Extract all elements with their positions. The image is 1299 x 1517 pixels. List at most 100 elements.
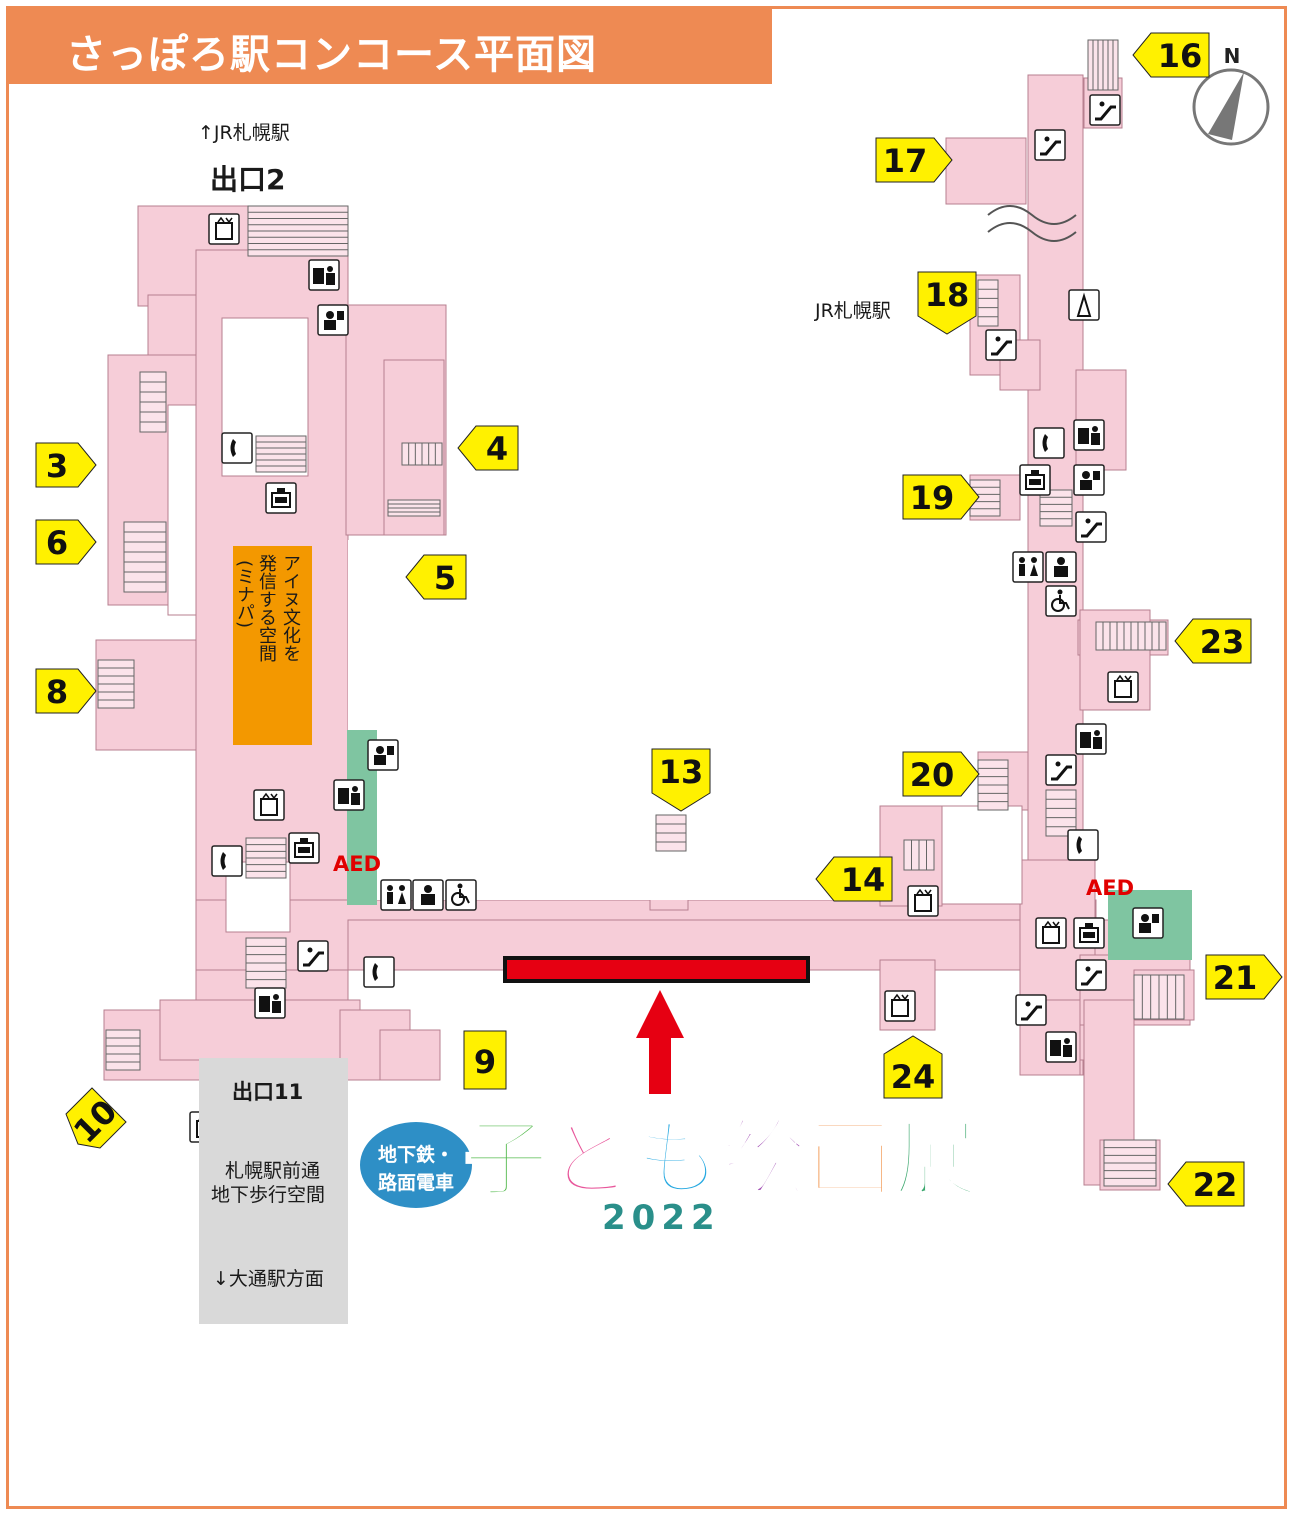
exit2-jr-direction: ↑JR札幌駅 [198,118,290,145]
elevator-icon [253,789,285,821]
telephone-icon [221,432,253,464]
exit-tag-9: 9 [463,1030,507,1090]
exhibition-title: 子ども絵画展 [462,1092,980,1213]
title-char: 子 [462,1109,551,1210]
escalator-icon [1075,511,1107,543]
telephone-icon [1067,829,1099,861]
ainu-space-line2: 発信する空間 [256,554,277,662]
ainu-culture-space: アイヌ文化を 発信する空間 (ミナパ) [233,546,312,745]
odori-direction: ↓大通駅方面 [213,1264,324,1291]
void [348,540,878,900]
stairs-icon [977,759,1009,811]
stairs-icon [401,442,443,466]
title-char: ど [549,1109,637,1210]
escalator-icon [1075,959,1107,991]
walkway-line2: 地下歩行空間 [211,1184,326,1206]
stairs-icon [97,659,135,709]
ticket-machine-icon [333,779,365,811]
exit-number: 20 [910,756,955,794]
exit11-walkway: 出口11 札幌駅前通 地下歩行空間 ↓大通駅方面 [199,1058,348,1324]
exit-number: 5 [434,559,456,597]
ticket-machine-icon [1045,1031,1077,1063]
station-staff-icon [367,739,399,771]
exit-tag-3: 3 [35,442,97,488]
exit-tag-19: 19 [902,474,980,520]
exit-number: 17 [883,142,928,180]
ticket-machine-icon [254,987,286,1019]
escalator-icon [1015,994,1047,1026]
ticket-machine-icon [1073,419,1105,451]
exit-tag-20: 20 [902,751,980,797]
exit-tag-14: 14 [815,856,893,902]
badge-line2: 路面電車 [377,1172,454,1194]
stairs-icon [105,1029,141,1071]
exit-tag-13: 13 [651,748,711,812]
exit-number: 6 [46,524,68,562]
station-staff-icon [317,304,349,336]
exit-tag-24: 24 [883,1035,943,1099]
exit-tag-10: 10 [65,1087,127,1150]
title-char: 絵 [721,1109,809,1210]
down-arrow-icon: ↓ [213,1268,229,1290]
elevator-icon [1107,671,1139,703]
up-arrow-icon: ↑ [198,122,214,144]
coin-locker-icon [1019,464,1051,496]
stairs-icon [245,837,287,879]
stairs-icon [1045,789,1077,837]
exit-tag-6: 6 [35,519,97,565]
void [167,404,197,616]
title-char: 画 [807,1109,895,1210]
coin-locker-icon [265,482,297,514]
jr-sapporo-label: JR札幌駅 [213,122,290,144]
map-title: さっぽろ駅コンコース平面図 [66,32,597,78]
exit-tag-17: 17 [875,137,953,183]
multipurpose-restroom-icon [412,879,444,911]
ticket-machine-icon [1075,723,1107,755]
elevator-icon [208,213,240,245]
badge-line1: 地下鉄・ [377,1144,454,1166]
stairs-icon [255,435,307,473]
stairs-icon [247,205,349,257]
title-char: も [635,1109,723,1210]
compass-icon: N [1192,44,1270,146]
station-staff-icon [1073,464,1105,496]
wheelchair-icon [1045,585,1077,617]
exit-tag-8: 8 [35,668,97,714]
exit-tag-21: 21 [1205,954,1283,1000]
telephone-icon [1033,427,1065,459]
exhibition-location-bar [503,956,810,983]
stairs-icon [1133,974,1185,1020]
stairs-icon [245,937,287,989]
exit-tag-16: 16 [1132,32,1210,78]
concourse-segment [379,1029,441,1081]
exit-tag-18: 18 [917,271,977,335]
exit11-label: 出口11 [232,1080,304,1104]
odori-direction-label: 大通駅方面 [228,1268,324,1290]
jr-sapporo-label-right: JR札幌駅 [815,300,891,322]
stairs-icon [1095,621,1167,651]
stairs-icon [139,371,167,433]
exit-number: 19 [910,479,955,517]
exit-number: 23 [1200,623,1245,661]
exhibition-year: 2022 [602,1198,721,1238]
exit-number: 10 [66,1092,124,1150]
multipurpose-restroom-icon [1045,551,1077,583]
nursing-room-icon [1068,289,1100,321]
escalator-icon [297,940,329,972]
stairs-icon [1039,489,1073,527]
exit-number: 9 [474,1043,496,1081]
walkway-line1: 札幌駅前通 [225,1160,321,1182]
exit-number: 16 [1158,37,1203,75]
station-staff-icon [1132,907,1164,939]
stairs-icon [123,521,167,593]
exit-number: 21 [1213,959,1258,997]
coin-locker-icon [1073,917,1105,949]
stairs-icon [977,279,999,327]
ainu-space-line3: (ミナパ) [234,560,255,629]
exit-number: 24 [891,1058,936,1096]
compass-north-label: N [1224,44,1241,68]
exit-number: 14 [841,861,886,899]
